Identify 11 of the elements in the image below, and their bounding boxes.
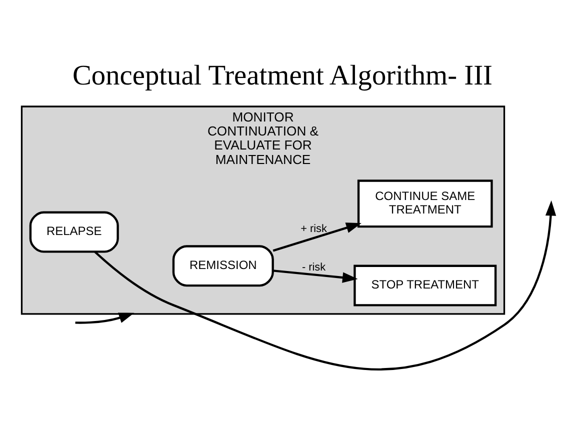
node-box: STOP TREATMENT <box>354 264 497 306</box>
node-box: REMISSION <box>172 245 274 287</box>
arrow <box>273 270 358 283</box>
arrow <box>272 222 362 252</box>
arrow <box>75 312 134 324</box>
diagram-title: Conceptual Treatment Algorithm- III <box>72 60 493 92</box>
edge-label: - risk <box>302 261 326 274</box>
arrow <box>94 200 556 370</box>
edge-label: + risk <box>300 223 327 236</box>
node-box: CONTINUE SAME TREATMENT <box>357 180 493 228</box>
node-box: RELAPSE <box>29 211 119 253</box>
